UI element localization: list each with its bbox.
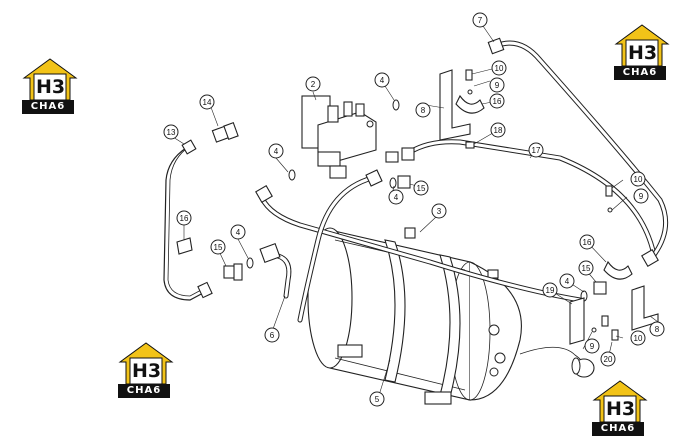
svg-text:4: 4 xyxy=(565,277,570,286)
svg-text:13: 13 xyxy=(167,128,176,137)
callout-15-left: 15 xyxy=(210,239,226,255)
svg-text:19: 19 xyxy=(546,286,555,295)
callout-8-top: 8 xyxy=(415,102,431,118)
svg-text:7: 7 xyxy=(478,16,483,25)
callout-14: 14 xyxy=(199,94,215,110)
svg-text:14: 14 xyxy=(203,98,212,107)
brand-logo: H3 CHA6 xyxy=(612,22,672,84)
svg-text:8: 8 xyxy=(655,325,660,334)
callout-8-bottom: 8 xyxy=(649,321,665,337)
callout-16-left: 16 xyxy=(176,210,192,226)
callout-9-mid: 9 xyxy=(633,188,649,204)
callout-7: 7 xyxy=(472,12,488,28)
callout-6: 6 xyxy=(264,327,280,343)
callout-9-top: 9 xyxy=(489,77,505,93)
logo-wordmark: CHA6 xyxy=(592,422,644,436)
house-roof-icon xyxy=(592,380,648,423)
callout-17: 17 xyxy=(528,142,544,158)
svg-text:8: 8 xyxy=(421,106,426,115)
callout-15-mid: 15 xyxy=(413,180,429,196)
callout-4-right: 4 xyxy=(559,273,575,289)
house-roof-icon xyxy=(118,342,174,385)
callout-2: 2 xyxy=(305,76,321,92)
callout-4-mid: 4 xyxy=(268,143,284,159)
svg-text:18: 18 xyxy=(494,126,503,135)
svg-text:9: 9 xyxy=(590,342,595,351)
svg-text:3: 3 xyxy=(437,207,442,216)
svg-text:4: 4 xyxy=(394,193,399,202)
svg-text:10: 10 xyxy=(634,334,643,343)
logo-monogram: H3 xyxy=(606,398,636,420)
svg-text:9: 9 xyxy=(495,81,500,90)
callout-13: 13 xyxy=(163,124,179,140)
brand-logo: H3 CHA6 xyxy=(20,56,80,118)
callout-10-top: 10 xyxy=(491,60,507,76)
svg-text:15: 15 xyxy=(214,243,223,252)
callout-15-right: 15 xyxy=(578,260,594,276)
fittings xyxy=(176,37,659,378)
callouts: 2 3 4 4 4 4 4 5 6 7 8 8 9 9 9 10 10 10 1… xyxy=(163,12,665,407)
callout-5: 5 xyxy=(369,391,385,407)
air-tank xyxy=(307,227,522,405)
svg-text:5: 5 xyxy=(375,395,380,404)
callout-20: 20 xyxy=(600,351,616,367)
callout-16-right: 16 xyxy=(579,234,595,250)
callout-10-bottom: 10 xyxy=(630,330,646,346)
svg-text:15: 15 xyxy=(582,264,591,273)
svg-text:10: 10 xyxy=(634,175,643,184)
svg-text:16: 16 xyxy=(493,97,502,106)
brand-logo: H3 CHA6 xyxy=(590,378,650,440)
svg-text:4: 4 xyxy=(274,147,279,156)
logo-wordmark: CHA6 xyxy=(118,384,170,398)
svg-text:15: 15 xyxy=(417,184,426,193)
callout-19: 19 xyxy=(542,282,558,298)
logo-wordmark: CHA6 xyxy=(614,66,666,80)
logo-monogram: H3 xyxy=(628,42,658,64)
callout-3: 3 xyxy=(431,203,447,219)
house-roof-icon xyxy=(22,58,78,101)
brand-logo: H3 CHA6 xyxy=(116,340,176,402)
valve-assembly xyxy=(301,95,377,179)
svg-text:17: 17 xyxy=(532,146,541,155)
svg-text:16: 16 xyxy=(583,238,592,247)
logo-monogram: H3 xyxy=(132,360,162,382)
callout-4-center: 4 xyxy=(388,189,404,205)
callout-16-top: 16 xyxy=(489,93,505,109)
svg-text:4: 4 xyxy=(236,228,241,237)
svg-text:16: 16 xyxy=(180,214,189,223)
svg-text:4: 4 xyxy=(380,76,385,85)
callout-4-left: 4 xyxy=(230,224,246,240)
svg-text:10: 10 xyxy=(495,64,504,73)
callout-18: 18 xyxy=(490,122,506,138)
callout-9-bottom: 9 xyxy=(584,338,600,354)
logo-wordmark: CHA6 xyxy=(22,100,74,114)
svg-text:9: 9 xyxy=(639,192,644,201)
svg-text:2: 2 xyxy=(311,80,316,89)
svg-text:6: 6 xyxy=(270,331,275,340)
svg-text:20: 20 xyxy=(604,355,613,364)
callout-10-mid: 10 xyxy=(630,171,646,187)
logo-monogram: H3 xyxy=(36,76,66,98)
callout-4-top: 4 xyxy=(374,72,390,88)
